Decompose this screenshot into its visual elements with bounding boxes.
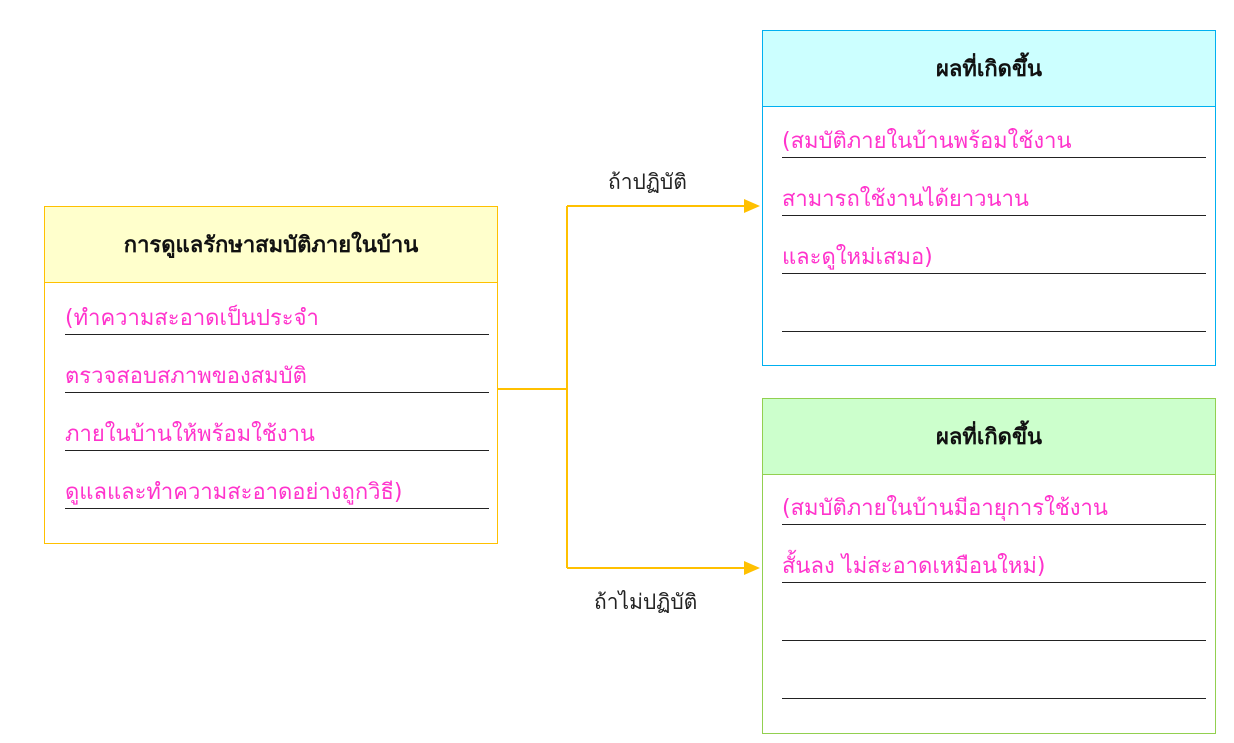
source-box: การดูแลรักษาสมบัติภายในบ้าน (ทำความสะอาด… [44,206,498,544]
result-do-box: ผลที่เกิดขึ้น (สมบัติภายในบ้านพร้อมใช้งา… [762,30,1216,366]
connector-trunk [497,206,568,568]
source-line: ตรวจสอบสภาพของสมบัติ [65,362,489,393]
source-title: การดูแลรักษาสมบัติภายในบ้าน [45,207,497,283]
result-dont-line: (สมบัติภายในบ้านมีอายุการใช้งาน [782,494,1206,525]
source-line: ดูแลและทำความสะอาดอย่างถูกวิธี) [65,478,489,509]
result-dont-box: ผลที่เกิดขึ้น (สมบัติภายในบ้านมีอายุการใ… [762,398,1216,734]
result-dont-line [782,610,1206,641]
result-dont-line [782,668,1206,699]
result-do-line: (สมบัติภายในบ้านพร้อมใช้งาน [782,127,1206,158]
result-dont-title: ผลที่เกิดขึ้น [763,399,1215,475]
result-do-title: ผลที่เกิดขึ้น [763,31,1215,107]
result-do-line: สามารถใช้งานได้ยาวนาน [782,185,1206,216]
result-do-line: และดูใหม่เสมอ) [782,243,1206,274]
result-do-line [782,301,1206,332]
arrow-head-dont [744,561,760,575]
result-dont-line: สั้นลง ไม่สะอาดเหมือนใหม่) [782,552,1206,583]
source-line: ภายในบ้านให้พร้อมใช้งาน [65,420,489,451]
source-line: (ทำความสะอาดเป็นประจำ [65,304,489,335]
branch-label-do: ถ้าปฏิบัติ [608,170,687,194]
branch-label-dont: ถ้าไม่ปฏิบัติ [594,590,698,614]
arrow-head-do [744,199,760,213]
